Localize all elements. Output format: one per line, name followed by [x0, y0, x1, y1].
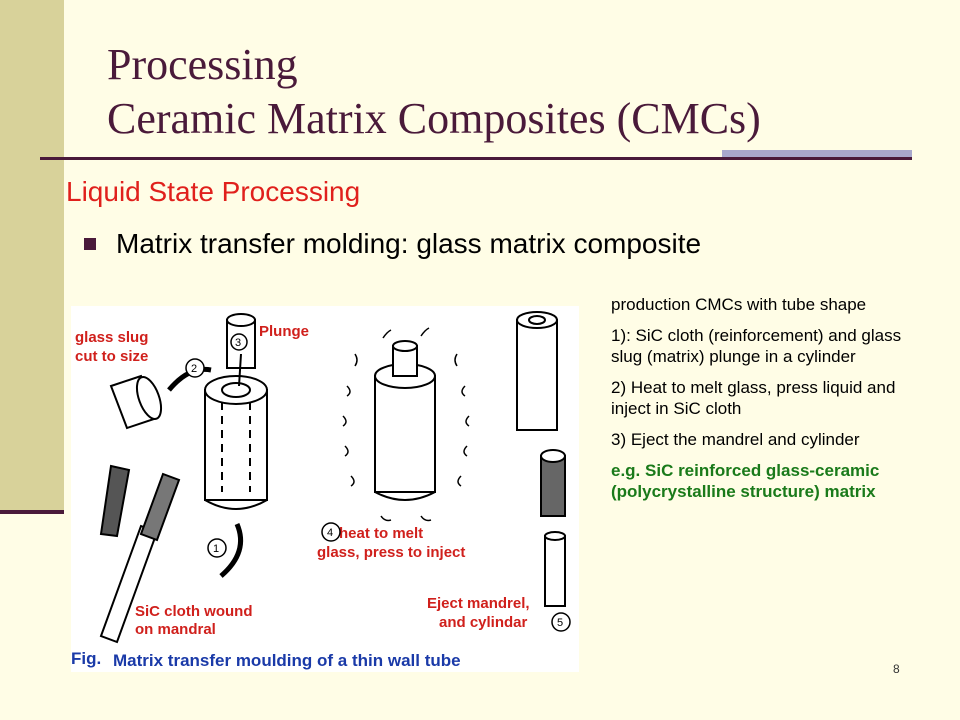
- step-2-label: 2: [191, 363, 197, 375]
- step-4-label: 4: [327, 527, 333, 539]
- left-decor-bar: [0, 0, 64, 512]
- bullet-square-icon: [84, 238, 96, 250]
- title-rule-accent: [722, 150, 912, 160]
- title-line-1: Processing: [107, 40, 298, 89]
- sic-mandrel: [99, 464, 181, 644]
- slide-title: Processing Ceramic Matrix Composites (CM…: [107, 38, 761, 146]
- heat-rays: [342, 327, 470, 522]
- figure-caption-prefix: Fig.: [71, 649, 101, 668]
- title-rule: [40, 157, 912, 160]
- section-subtitle: Liquid State Processing: [66, 176, 361, 207]
- notes-step-1: 1): SiC cloth (reinforcement) and glass …: [611, 326, 902, 366]
- glass-slug-piece: [109, 374, 163, 430]
- page-number: 8: [893, 662, 900, 676]
- notes-step-3: 3) Eject the mandrel and cylinder: [611, 430, 860, 449]
- label-sic-2: on mandral: [135, 621, 216, 638]
- bullet-item: Matrix transfer molding: glass matrix co…: [84, 228, 701, 260]
- step-markers: [185, 333, 571, 632]
- label-glass-slug-2: cut to size: [75, 348, 148, 365]
- label-eject-2: and cylindar: [439, 614, 528, 631]
- step-3-label: 3: [235, 337, 241, 349]
- heated-cylinder: [374, 340, 436, 501]
- title-line-2: Ceramic Matrix Composites (CMCs): [107, 94, 761, 143]
- label-heat-2: glass, press to inject: [317, 544, 465, 561]
- notes-step-2: 2) Heat to melt glass, press liquid and …: [611, 378, 896, 418]
- label-eject-1: Eject mandrel,: [427, 595, 530, 612]
- main-cylinder: [204, 375, 268, 510]
- notes-example: e.g. SiC reinforced glass-ceramic (polyc…: [611, 461, 880, 501]
- process-diagram: glass slug cut to size Plunge heat to me…: [71, 311, 571, 670]
- step-5-label: 5: [557, 617, 563, 629]
- label-heat-1: heat to melt: [339, 525, 423, 542]
- figure-caption: Matrix transfer moulding of a thin wall …: [113, 651, 461, 670]
- process-figure: glass slug cut to size Plunge heat to me…: [71, 306, 579, 672]
- ejected-parts: [516, 311, 566, 607]
- label-sic-1: SiC cloth wound: [135, 603, 253, 620]
- left-decor-line: [0, 510, 64, 514]
- label-plunge: Plunge: [259, 323, 309, 340]
- bullet-text: Matrix transfer molding: glass matrix co…: [116, 228, 702, 259]
- process-notes: production CMCs with tube shape 1): SiC …: [611, 294, 911, 512]
- step-1-label: 1: [213, 543, 219, 555]
- notes-intro: production CMCs with tube shape: [611, 295, 867, 314]
- label-glass-slug-1: glass slug: [75, 329, 148, 346]
